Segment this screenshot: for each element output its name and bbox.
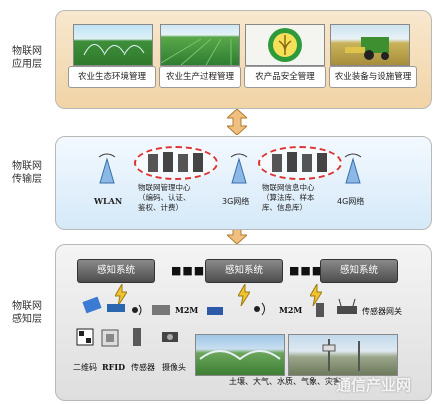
watermark-text: 通信产业网 [336,376,412,394]
perception-system-1[interactable]: 感知系统 [77,259,155,283]
lightning-icon [115,284,127,306]
weather-station-icon [322,339,360,371]
information-center-text: 物联网信息中心 （算法库、样本 库、信息库） [262,183,315,213]
m2m-right-label: M2M [279,305,303,315]
reader-device-icon [82,296,102,314]
information-center-line3: 库、信息库） [262,203,307,212]
sensor-label: 传感器 [131,363,155,372]
management-center-line2: （编码、认证、 [138,193,191,202]
farmland-photo [160,24,240,66]
field-rows-icon [161,38,232,65]
management-center-line1: 物联网管理中心 [138,183,191,192]
server-cluster-icon [272,152,327,172]
harvester-photo [330,24,410,66]
gateway-label: 传感器网关 [362,307,402,316]
app-layer-label-line1: 物联网 [12,46,42,57]
4g-label: 4G网络 [337,197,365,206]
information-center-line2: （算法库、样本 [262,193,315,202]
irrigation-photo [73,24,153,66]
3g-tower-icon [230,153,248,184]
information-center-cluster [258,146,342,180]
weather-station-photo [288,334,398,376]
app-layer-label: 物联网 应用层 [2,45,52,71]
management-center-cluster [134,146,218,180]
signal-icon [132,304,142,316]
app-box-eco-environment[interactable]: 农业生态环境管理 [68,66,156,88]
signal-icon [254,302,265,316]
router-icon [207,307,223,315]
environment-label: 土壤、大气、水质、气象、灾害 [229,377,341,386]
perception-layer-label: 物联网 感知层 [2,300,52,326]
ellipsis-1: ■■■ [171,264,206,277]
lightning-icon [238,284,250,306]
rfid-tag-icon [101,329,119,347]
wlan-label: WLAN [94,196,123,206]
information-center-line1: 物联网信息中心 [262,183,315,192]
4g-tower-icon [344,153,362,184]
rfid-label: RFID [102,362,126,372]
ellipsis-2: ■■■ [289,264,324,277]
qrcode-icon [76,328,94,346]
transport-layer-label-line2: 传输层 [12,174,42,185]
greenhouse-field-photo [195,334,285,376]
perception-system-3[interactable]: 感知系统 [320,259,398,283]
management-center-line3: 鉴权、计费） [138,203,183,212]
wlan-tower-icon [98,153,116,184]
camera-icon [162,332,178,342]
lightning-icon [310,284,322,306]
app-layer-label-line2: 应用层 [12,59,42,70]
sensor-icon [133,328,141,346]
perception-system-2[interactable]: 感知系统 [205,259,283,283]
irrigation-sprinkler-icon [83,44,145,56]
green-food-logo-photo [245,24,325,66]
app-box-equipment-facility[interactable]: 农业装备与设施管理 [329,66,417,88]
m2m-module-icon [152,305,170,315]
server-cluster-icon [148,152,203,172]
sensor-node-icon [316,303,324,317]
perception-layer-label-line1: 物联网 [12,301,42,312]
3g-label: 3G网络 [222,197,250,206]
camera-label: 摄像头 [162,363,186,372]
greenhouse-icon [199,350,281,361]
app-box-product-safety[interactable]: 农产品安全管理 [244,66,326,88]
combine-harvester-icon [345,37,389,60]
handheld-device-icon [107,304,125,312]
m2m-left-label: M2M [175,305,199,315]
app-box-production-process[interactable]: 农业生产过程管理 [159,66,241,88]
perception-layer-label-line2: 感知层 [12,314,42,325]
management-center-text: 物联网管理中心 （编码、认证、 鉴权、计费） [138,183,191,213]
gateway-icon [337,298,357,314]
updown-arrow-icon [227,109,247,135]
transport-layer-label: 物联网 传输层 [2,160,52,186]
qrcode-label: 二维码 [73,363,97,372]
transport-layer-label-line1: 物联网 [12,161,42,172]
green-food-logo-icon [268,28,302,62]
